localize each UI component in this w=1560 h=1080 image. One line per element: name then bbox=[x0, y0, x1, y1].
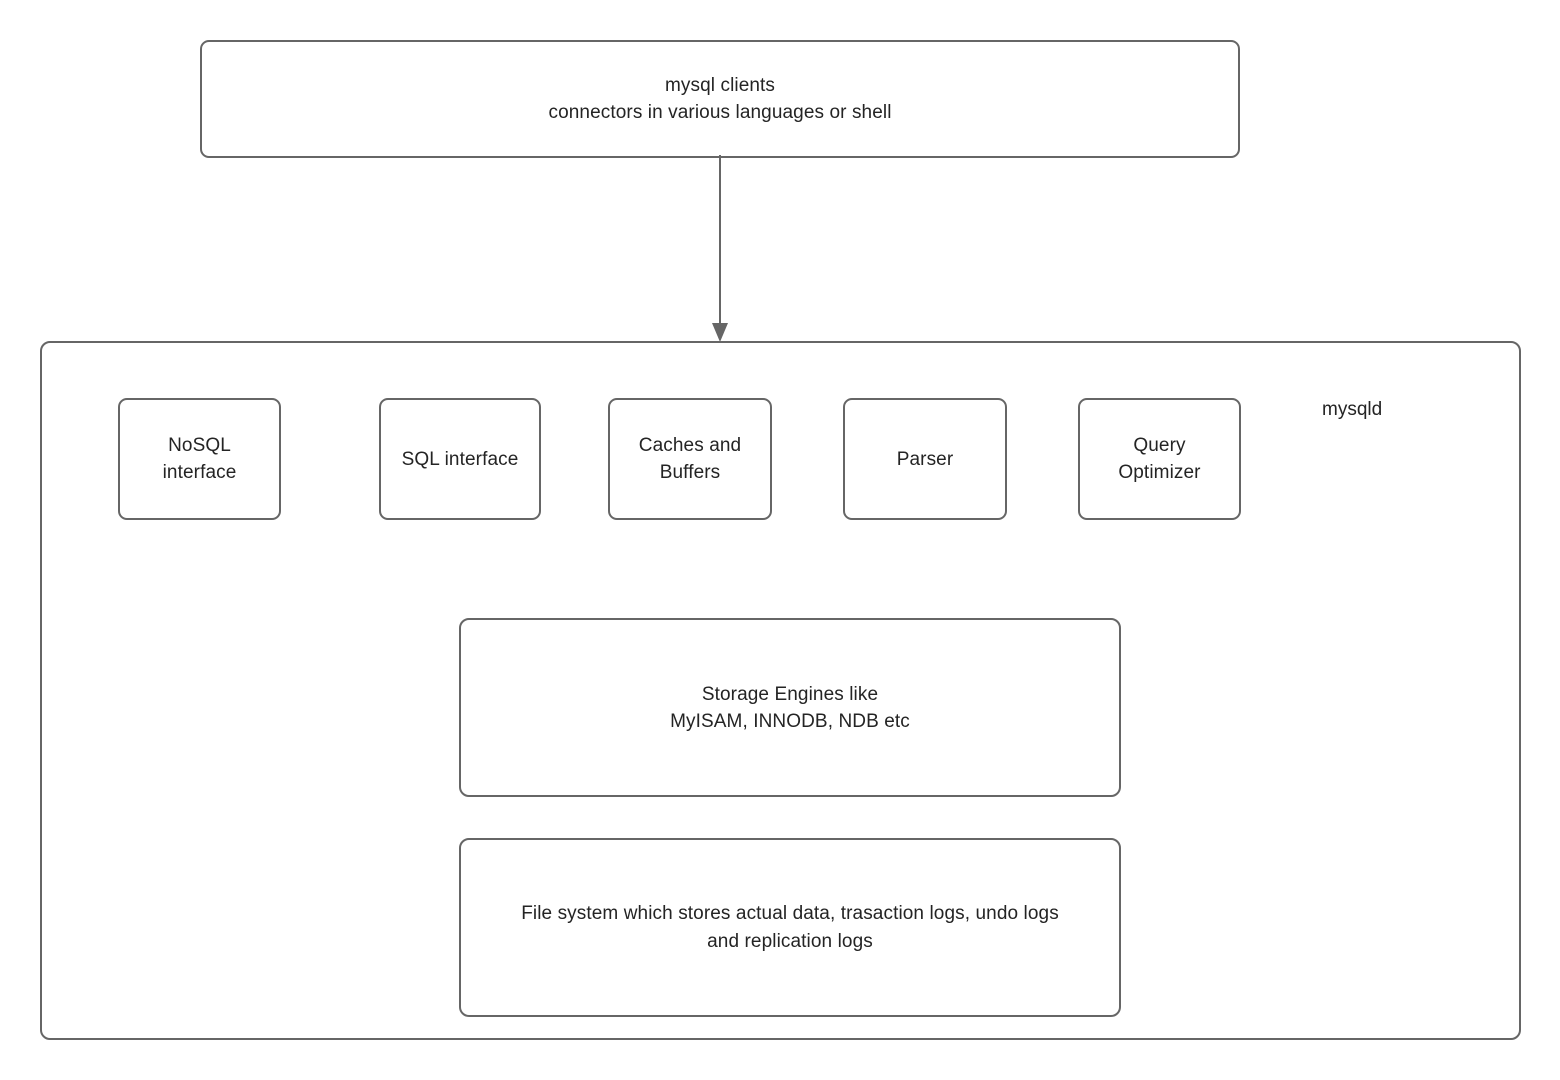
sql-interface-box[interactable]: SQL interface bbox=[379, 398, 541, 520]
storage-engines-box[interactable]: Storage Engines like MyISAM, INNODB, NDB… bbox=[459, 618, 1121, 797]
nosql-interface-box[interactable]: NoSQL interface bbox=[118, 398, 281, 520]
file-system-box[interactable]: File system which stores actual data, tr… bbox=[459, 838, 1121, 1017]
storage-engines-label: Storage Engines like MyISAM, INNODB, NDB… bbox=[670, 683, 910, 732]
file-system-label: File system which stores actual data, tr… bbox=[521, 902, 1059, 952]
nosql-interface-label: NoSQL interface bbox=[162, 435, 237, 483]
caches-and-buffers-label: Caches and Buffers bbox=[638, 435, 742, 483]
query-optimizer-box[interactable]: Query Optimizer bbox=[1078, 398, 1241, 520]
mysqld-label: mysqld bbox=[1322, 399, 1383, 420]
mysql-clients-label: mysql clients connectors in various lang… bbox=[548, 75, 892, 123]
mysql-clients-box[interactable]: mysql clients connectors in various lang… bbox=[200, 40, 1240, 158]
arrow-head bbox=[712, 323, 728, 342]
sql-interface-label: SQL interface bbox=[401, 448, 519, 470]
caches-and-buffers-box[interactable]: Caches and Buffers bbox=[608, 398, 772, 520]
clients-to-mysqld-arrow bbox=[712, 155, 728, 342]
parser-box[interactable]: Parser bbox=[843, 398, 1007, 520]
parser-label: Parser bbox=[896, 448, 954, 470]
query-optimizer-label: Query Optimizer bbox=[1118, 435, 1201, 483]
